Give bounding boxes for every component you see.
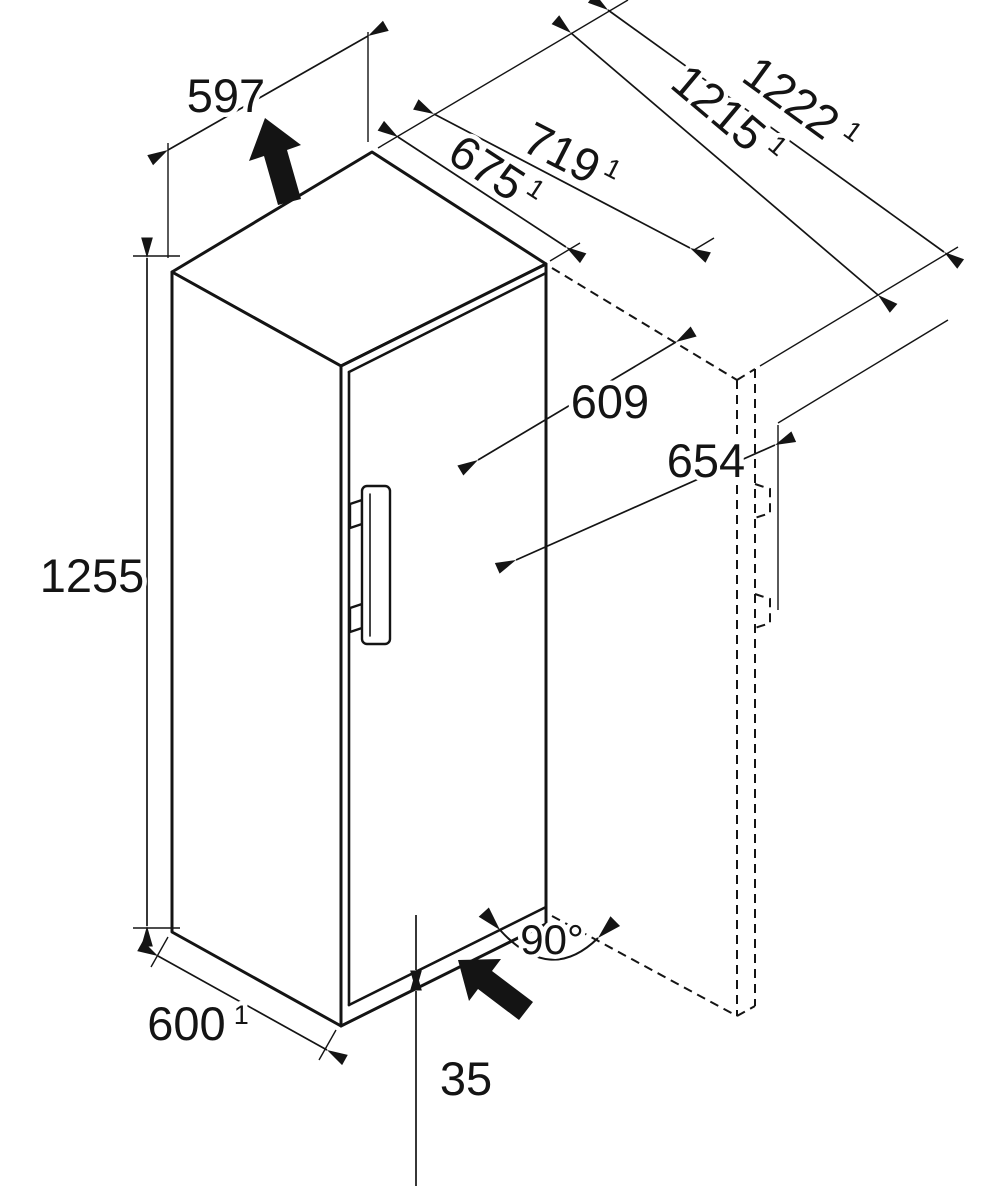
door-push-direction-arrow-icon bbox=[458, 959, 533, 1020]
direction-arrows bbox=[249, 118, 533, 1020]
handle-bracket-upper bbox=[348, 498, 364, 530]
dim-label-90deg: 90° bbox=[520, 916, 584, 963]
wall-reference-edge bbox=[777, 319, 949, 424]
dim-label-609: 609 bbox=[571, 375, 649, 428]
lift-direction-arrow-icon bbox=[249, 118, 301, 205]
cabinet-left-face bbox=[170, 270, 343, 1028]
dim-label-1255: 1255 bbox=[40, 549, 145, 602]
dim-label-654: 654 bbox=[667, 434, 745, 487]
ext-line bbox=[318, 1029, 337, 1061]
dim-arc-90deg bbox=[478, 907, 621, 961]
dim-label-597: 597 bbox=[187, 69, 265, 122]
handle-bracket-lower bbox=[348, 602, 364, 634]
open-door-top-edge bbox=[736, 368, 756, 381]
dim-label-35: 35 bbox=[440, 1052, 492, 1105]
dimension-lines bbox=[137, 0, 965, 1186]
dim-line-1222 bbox=[587, 0, 965, 269]
dim-line-654 bbox=[494, 431, 797, 574]
open-door-bottom-edge bbox=[736, 1005, 756, 1017]
open-door-handle-upper bbox=[754, 483, 771, 519]
dim-line-600 bbox=[137, 940, 348, 1066]
ext-line bbox=[693, 237, 715, 251]
swing-top-connector bbox=[551, 267, 738, 381]
open-door-plane-extension bbox=[759, 246, 959, 367]
dim-line-597 bbox=[147, 20, 389, 166]
rear-plane-extension bbox=[377, 0, 629, 149]
open-door-handle-lower bbox=[754, 593, 771, 629]
door-handle bbox=[348, 484, 392, 646]
handle-bar bbox=[360, 484, 392, 646]
ext-line bbox=[150, 936, 169, 968]
door-top-edge bbox=[347, 271, 548, 374]
cabinet bbox=[170, 150, 548, 1028]
